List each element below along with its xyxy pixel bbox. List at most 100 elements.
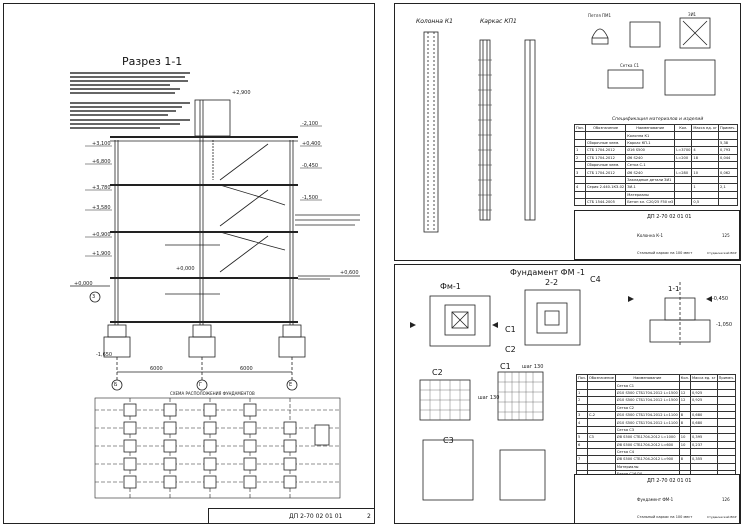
elevation-label: -1,050 [716, 322, 733, 328]
sheet-number: 125 [722, 233, 730, 238]
table-cell [674, 197, 693, 207]
title-block-top-right: ДП 2-70 02 01 01 Колонна К-1 Стальный ка… [574, 210, 740, 260]
elevation-label: +0,600 [340, 270, 359, 276]
arrow-markers [410, 296, 712, 328]
section-title: Разрез 1-1 [122, 55, 183, 68]
table-row: Закладные детали ЗИ1 [574, 175, 738, 185]
dimension-label: 6000 [150, 366, 163, 372]
table-cell: 2,1 [718, 183, 738, 192]
org-name: Студенческий ВКР [707, 251, 737, 255]
table-cell [716, 381, 737, 390]
table-cell [674, 138, 693, 148]
drawing-code: ДП 2-70 02 01 01 [289, 513, 343, 520]
mesh-label: С1 [505, 325, 516, 334]
table-cell: 3 [576, 410, 588, 420]
sheet-number: 126 [722, 497, 730, 502]
table-cell [584, 131, 627, 140]
view-title: 1-1 [668, 285, 680, 293]
elevation-label: +0,400 [302, 141, 321, 147]
table-header-cell: Поз. [576, 373, 588, 383]
table-cell [718, 160, 738, 170]
table-cell: СТБ 1704-2012 [584, 146, 627, 155]
table-cell: 1 [691, 183, 720, 192]
table-cell [678, 403, 692, 412]
table-cell: 1 [574, 146, 586, 155]
table-cell: СТБ 1544-2005 [584, 197, 627, 207]
spacing-label: шаг 130 [478, 395, 500, 401]
table-cell [690, 403, 718, 412]
details-top-right [591, 17, 716, 96]
table-cell: 0,044 [718, 153, 738, 162]
table-cell [574, 175, 586, 185]
table-row: Материалы [576, 462, 737, 472]
drawing-code: ДП 2-70 02 01 01 [647, 214, 692, 220]
table-cell [574, 131, 586, 140]
table-cell [584, 190, 627, 199]
table-cell [576, 403, 588, 412]
table-cell [584, 175, 627, 185]
elevation-label: +0,900 [92, 232, 111, 238]
table-cell: Ø16 S500 [625, 146, 676, 155]
table-cell: Сборочные элем. [584, 160, 627, 170]
project-name: Стальный каркас на 100 мест [637, 251, 693, 255]
table-cell [586, 396, 616, 405]
table-header-cell: Обозначение [586, 373, 616, 383]
table-cell: Ø10 S500 СТБ1704-2012 L=1500 [614, 388, 680, 398]
table-cell [718, 131, 738, 140]
table-cell: Ø8 S500 СТБ1704-2012 L=1000 [614, 433, 680, 442]
table-cell [691, 160, 720, 170]
table-cell: Ø6 S240 [625, 168, 676, 177]
spacing-label: шаг 130 [522, 364, 544, 370]
drawing-code: ДП 2-70 02 01 01 [647, 478, 692, 484]
table-cell [574, 138, 586, 148]
table-cell: Сетка С2 [614, 403, 680, 412]
table-cell: Серия 2.440-1КЗ-02 [584, 183, 627, 192]
table-cell [690, 425, 718, 435]
table-cell: 5,38 [718, 138, 738, 148]
table-cell: Материалы [625, 190, 676, 199]
table-cell [691, 175, 720, 185]
table-row: Сетка С4 [576, 447, 737, 457]
table-cell: Сетка С1 [614, 381, 680, 390]
table-cell: 1 [576, 388, 588, 398]
elevation-label: +0,000 [176, 266, 195, 272]
table-cell [716, 418, 737, 427]
table-cell [674, 131, 693, 140]
foundation-pads [123, 403, 330, 489]
table-cell [716, 455, 737, 464]
project-name: Стальный каркас на 100 мест [637, 515, 693, 519]
drawing-name: Фундамент ФМ-1 [637, 497, 674, 502]
axis-label: Е [289, 382, 293, 388]
table-header-cell: Кол. [674, 123, 693, 133]
table-cell [586, 418, 616, 427]
table-cell: Каркас КП-1 [625, 138, 676, 148]
dimension-label: 6000 [240, 366, 253, 372]
table-cell: 8 [678, 455, 692, 464]
frame-rebar-ticks [478, 59, 492, 211]
org-name: Студенческий ВКР [707, 515, 737, 519]
table-cell [576, 447, 588, 457]
detail-title: Петля ПМ1 [588, 13, 612, 18]
mesh-label: С3 [443, 436, 454, 445]
table-cell: 10 [678, 440, 692, 449]
table-cell: Колонна К1 [625, 131, 676, 140]
table-cell: 0,395 [690, 433, 718, 442]
detail-title: Сетка С1 [620, 63, 640, 68]
table-cell [678, 425, 692, 435]
table-cell: Сетка С3 [614, 425, 680, 435]
table-header-cell: Масса ед. кг [690, 373, 718, 383]
table-cell [586, 381, 616, 390]
table-cell: Ø8 S500 СТБ1704-2012 L=900 [614, 455, 680, 464]
table-cell [586, 447, 616, 457]
mesh-label: С1 [500, 362, 511, 371]
table-cell: Ø10 S500 СТБ1704-2012 L=1100 [614, 410, 680, 420]
table-row: Сетка С3 [576, 425, 737, 435]
table-cell [586, 440, 616, 449]
table-cell [586, 388, 616, 398]
table-cell [716, 410, 737, 420]
elevation-label: +3,100 [92, 141, 111, 147]
